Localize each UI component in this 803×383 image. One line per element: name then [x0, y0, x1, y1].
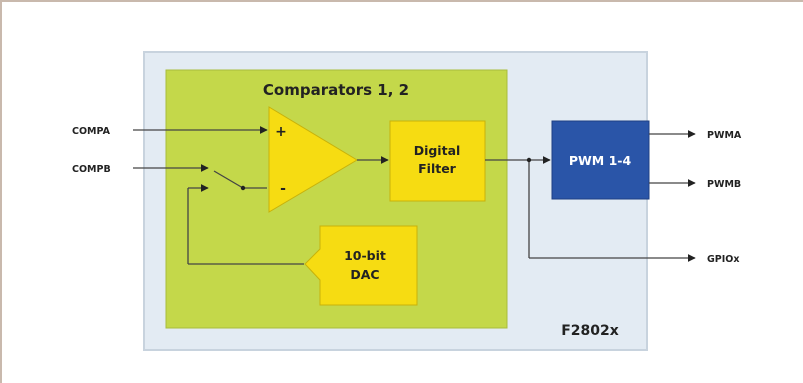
- minus-sign: -: [280, 181, 286, 197]
- input-label-compb: COMPB: [72, 164, 111, 175]
- dac-label-line1: 10-bit: [344, 248, 386, 263]
- frame-left-border: [0, 0, 2, 383]
- switch-junction-dot: [240, 185, 246, 191]
- output-label-pwmb: PWMB: [707, 179, 741, 190]
- input-label-compa: COMPA: [72, 126, 111, 137]
- filter-label-line2: Filter: [418, 161, 457, 176]
- switch-lever: [213, 170, 244, 189]
- comparator-title: Comparators 1, 2: [263, 81, 409, 99]
- plus-sign: +: [275, 124, 287, 140]
- output-label-pwma: PWMA: [707, 130, 742, 141]
- pwm-label: PWM 1-4: [569, 153, 632, 168]
- chip-label: F2802x: [561, 323, 619, 339]
- dac-label-line2: DAC: [350, 267, 379, 282]
- pwm-block: [551, 120, 650, 200]
- filter-label-line1: Digital: [414, 143, 461, 158]
- digital-filter-block: [389, 120, 486, 202]
- output-label-gpiox: GPIOx: [707, 254, 740, 265]
- frame-top-border: [0, 0, 803, 2]
- dac-block: [304, 225, 418, 306]
- wires: [133, 126, 696, 265]
- comparator-triangle: [268, 106, 358, 213]
- gpio-branch-dot: [526, 157, 532, 163]
